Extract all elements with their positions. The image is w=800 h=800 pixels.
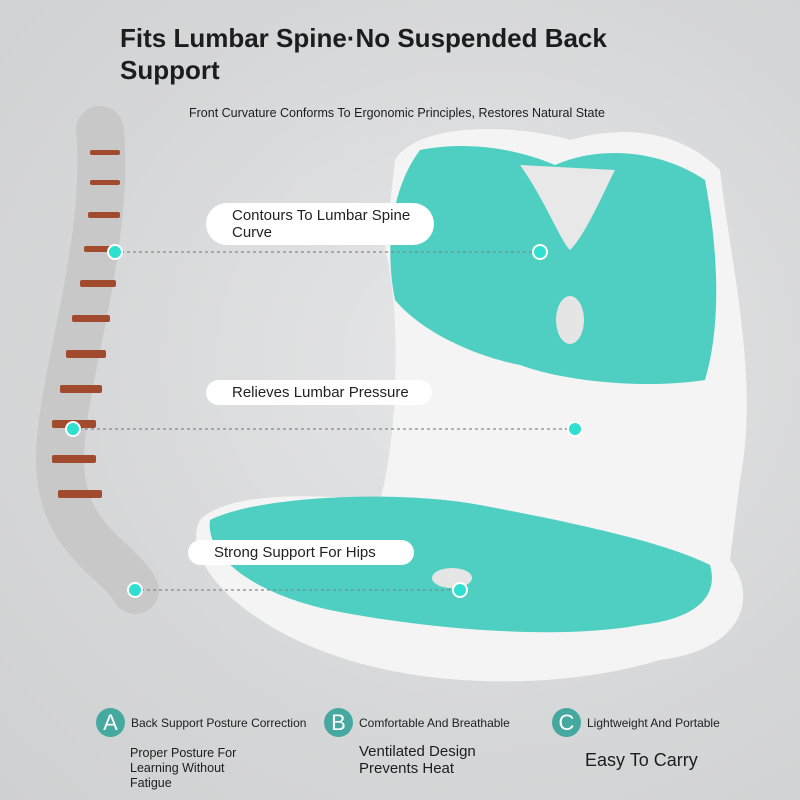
- callout-lumbar-contour: Contours To Lumbar Spine Curve: [206, 203, 434, 245]
- callout-lines: [73, 251, 575, 591]
- badge-c-icon: C: [552, 708, 581, 737]
- feature-title: Comfortable And Breathable: [359, 715, 510, 730]
- feature-desc: Proper Posture For Learning Without Fati…: [130, 746, 237, 790]
- feature-c: C Lightweight And Portable: [552, 708, 720, 737]
- page-subtitle: Front Curvature Conforms To Ergonomic Pr…: [189, 106, 605, 120]
- marker-dot: [567, 421, 583, 437]
- feature-title: Back Support Posture Correction: [131, 715, 307, 730]
- callout-lumbar-pressure: Relieves Lumbar Pressure: [206, 380, 432, 405]
- badge-b-icon: B: [324, 708, 353, 737]
- feature-desc: Easy To Carry: [585, 750, 698, 770]
- badge-a-icon: A: [96, 708, 125, 737]
- feature-b: B Comfortable And Breathable: [324, 708, 510, 737]
- feature-desc: Ventilated Design Prevents Heat: [359, 743, 476, 777]
- marker-dot: [107, 244, 123, 260]
- callout-hip-support: Strong Support For Hips: [188, 540, 414, 565]
- marker-dot: [65, 421, 81, 437]
- marker-dot: [452, 582, 468, 598]
- feature-a: A Back Support Posture Correction: [96, 708, 306, 737]
- feature-title: Lightweight And Portable: [587, 715, 720, 730]
- marker-dot: [532, 244, 548, 260]
- spine-illustration: [35, 106, 159, 614]
- page-title: Fits Lumbar Spine·No Suspended Back Supp…: [120, 23, 607, 85]
- marker-dot: [127, 582, 143, 598]
